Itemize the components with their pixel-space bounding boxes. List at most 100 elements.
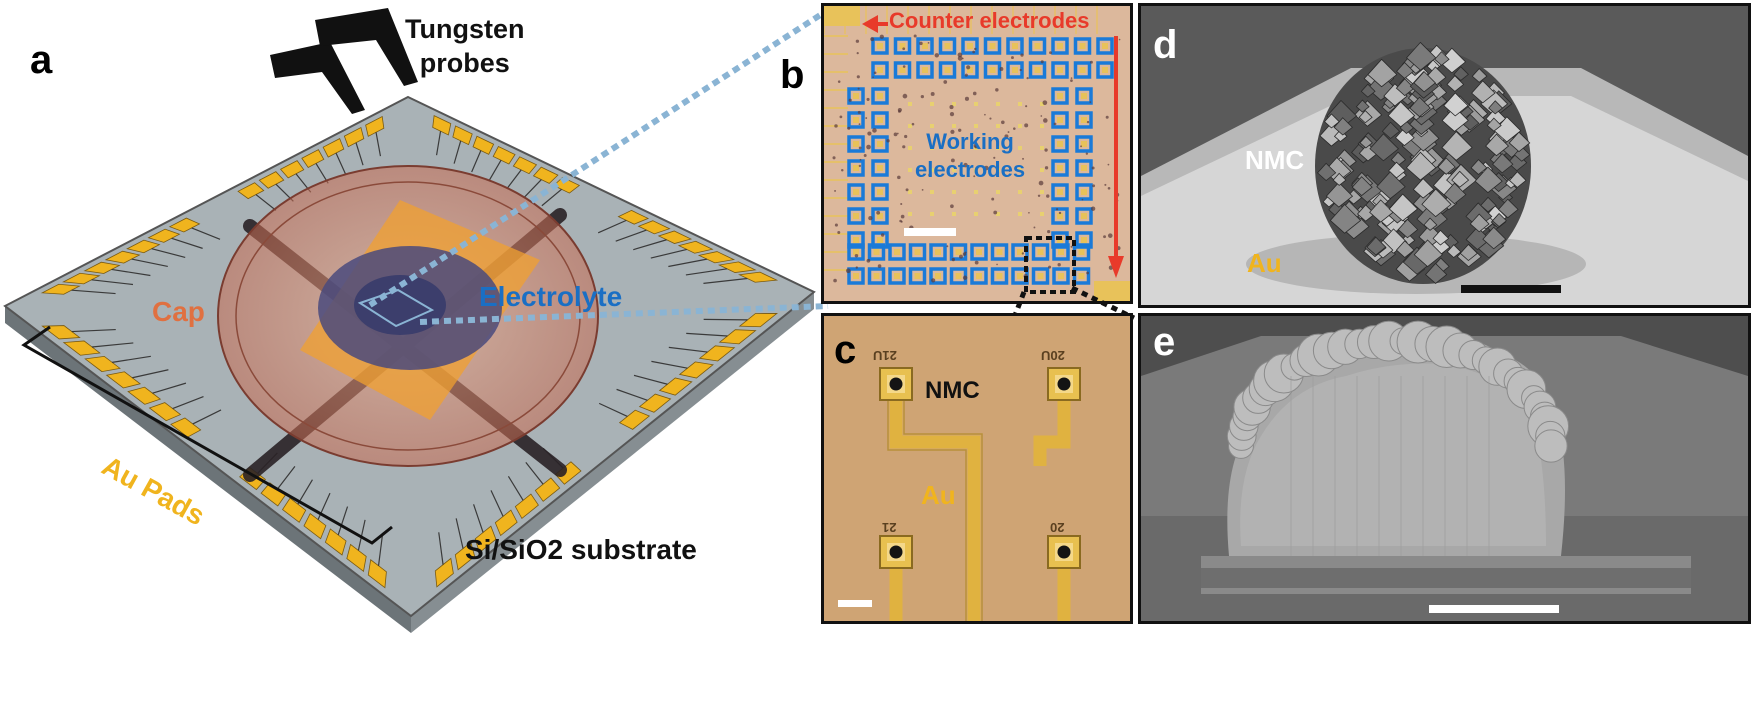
trace — [151, 248, 186, 258]
trace — [488, 159, 502, 181]
working-electrode — [1075, 135, 1093, 153]
working-electrode — [908, 243, 927, 261]
panel-letter-c: c — [834, 328, 857, 372]
trace — [473, 504, 484, 533]
au-pad — [534, 477, 561, 502]
au-pad — [678, 361, 714, 379]
au-pad — [552, 176, 581, 194]
label-d-nmc: NMC — [1245, 145, 1305, 175]
au-pad — [434, 557, 454, 588]
au-pad — [62, 340, 101, 356]
working-electrode-grid — [847, 37, 1114, 285]
working-electrode — [1028, 61, 1047, 79]
au-pad-array — [40, 115, 779, 589]
au-pad — [84, 355, 121, 373]
trace — [615, 229, 647, 242]
device-schematic — [3, 7, 830, 633]
label-working-line2: electrodes — [915, 157, 1026, 182]
working-electrode — [1075, 111, 1093, 129]
au-pad — [738, 313, 778, 328]
au-pad — [657, 230, 693, 244]
label-probes-line2: probes — [419, 48, 510, 78]
substrate-side — [5, 306, 411, 633]
au-pad — [147, 228, 181, 243]
trace — [297, 479, 313, 505]
trace — [686, 332, 728, 337]
working-electrode — [908, 267, 927, 285]
working-electrode — [888, 267, 906, 285]
panel-b-optical-image — [821, 3, 1133, 304]
label-probes-line1: Tungsten — [405, 14, 525, 44]
working-electrode — [1051, 111, 1069, 129]
working-electrode — [1051, 61, 1069, 79]
trace — [506, 169, 522, 190]
au-pad — [40, 283, 81, 295]
au-pad — [104, 250, 141, 264]
trace — [112, 355, 151, 363]
label-cap: Cap — [152, 296, 205, 327]
working-electrode — [1051, 159, 1069, 177]
working-electrode — [1096, 61, 1114, 79]
au-pad — [322, 138, 345, 158]
au-pad — [282, 497, 307, 523]
e-surface-grains — [1226, 320, 1570, 556]
au-pad — [148, 402, 182, 422]
working-electrode — [888, 243, 906, 261]
au-pad — [454, 541, 476, 571]
working-electrode — [847, 243, 865, 261]
panel-letter-e: e — [1153, 320, 1176, 364]
counter-arrow-head-down — [1108, 256, 1124, 278]
working-electrode — [1051, 207, 1069, 225]
working-electrode — [893, 61, 912, 79]
trace — [703, 277, 748, 284]
working-electrode — [1052, 267, 1070, 285]
working-electrode — [1075, 231, 1093, 249]
substrate-side-right — [411, 292, 814, 633]
c-trace-outline — [887, 396, 983, 621]
au-pad — [105, 371, 142, 389]
au-pad — [343, 126, 365, 148]
b-trace-lines — [824, 6, 1098, 271]
au-pad — [494, 509, 518, 537]
trace — [633, 239, 667, 251]
label-working-electrodes: Working electrodes — [915, 128, 1025, 184]
nmc-particle-grains — [1315, 41, 1531, 284]
au-pad — [452, 125, 473, 146]
trace — [357, 519, 366, 551]
trace — [255, 194, 277, 211]
trace — [191, 227, 221, 240]
panel-letter-a: a — [30, 38, 53, 82]
trace — [111, 268, 151, 277]
scale-bar-e — [1429, 605, 1559, 613]
trace — [171, 237, 203, 249]
au-pad — [638, 393, 672, 413]
label-substrate: Si/SiO2 substrate — [465, 534, 697, 565]
working-electrode — [1052, 243, 1070, 261]
counter-arrow-head-left — [862, 15, 878, 33]
trace — [633, 374, 668, 385]
working-electrode — [847, 207, 865, 225]
label-c-nmc: NMC — [925, 377, 980, 404]
working-electrode — [1096, 37, 1114, 55]
working-electrode — [929, 267, 947, 285]
working-electrode — [961, 61, 979, 79]
working-electrode — [871, 183, 889, 201]
zoom-box-b — [1024, 236, 1076, 294]
working-electrode — [1028, 37, 1047, 55]
trace — [541, 188, 562, 207]
working-electrode — [847, 135, 865, 153]
working-electrode — [871, 207, 889, 225]
label-electrolyte: Electrolyte — [479, 281, 623, 312]
au-pad — [492, 145, 516, 165]
working-electrode — [1075, 183, 1093, 201]
label-tungsten-probes: Tungsten probes — [405, 12, 524, 80]
au-pad — [303, 512, 327, 540]
trace — [172, 395, 204, 410]
label-c-au: Au — [921, 480, 956, 510]
working-electrode — [1031, 243, 1050, 261]
au-pad — [260, 482, 287, 507]
panel-letter-b: b — [780, 53, 805, 97]
trace — [377, 533, 384, 566]
au-pad — [237, 182, 265, 200]
